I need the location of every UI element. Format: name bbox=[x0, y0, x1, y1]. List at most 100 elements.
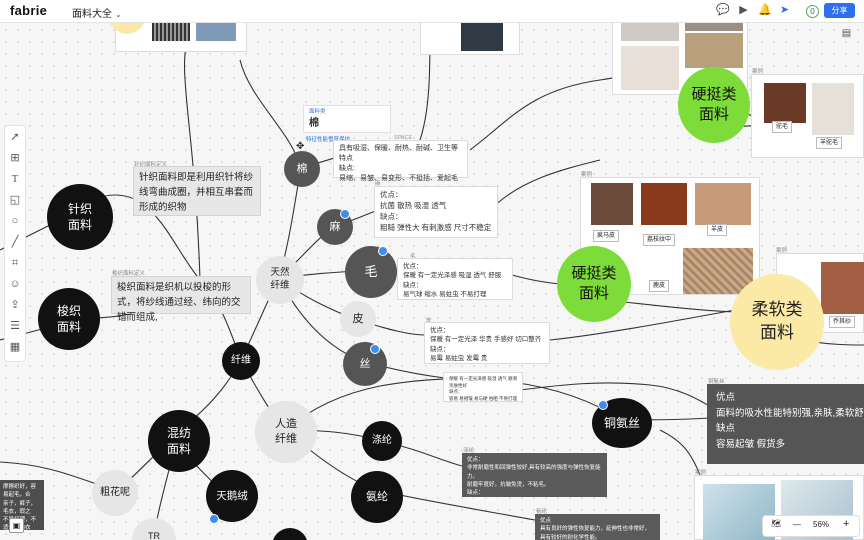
outline-icon[interactable]: ☰ bbox=[10, 320, 20, 332]
card-line: 缺点 bbox=[716, 423, 736, 435]
select-tool-icon[interactable]: ➚ bbox=[10, 131, 20, 143]
cotton-props-card[interactable]: 具有吸湿、保暖、耐热、耐碱、卫生等特点 缺点: 易缩、易皱、易变形、不挺括、爱起… bbox=[333, 140, 468, 182]
fabric-thumbnail bbox=[591, 183, 633, 225]
node-wool[interactable]: 毛 bbox=[345, 246, 397, 298]
card-line: 非常耐磨性和回弹性较好,具有较高的强度与弹性恢复能力。 bbox=[467, 465, 601, 480]
sticky-note-icon[interactable]: ◱ bbox=[9, 194, 21, 206]
bell-icon[interactable]: 🔔 bbox=[758, 4, 772, 16]
node-woven-fabric[interactable]: 梭织 面料 bbox=[38, 288, 100, 350]
linen-props-card[interactable]: 优点： 抗菌 散热 吸湿 透气 缺点： 粗糙 弹性大 有刺激感 尺寸不稳定 bbox=[374, 186, 498, 238]
zoom-level[interactable]: 56% bbox=[813, 520, 830, 529]
node-tweed[interactable]: 粗花呢 bbox=[92, 470, 138, 516]
leather-props-card[interactable]: 优点： 保暖 有一定光泽 华贵 手感好 切口整齐 缺点： 易霉 易蛀虫 发霉 贵 bbox=[424, 322, 550, 364]
card-line: 缺点: bbox=[339, 165, 355, 173]
zoom-out-button[interactable]: — bbox=[793, 520, 801, 529]
map-icon[interactable]: 🗺 bbox=[771, 519, 782, 528]
collapse-dot[interactable] bbox=[370, 344, 380, 354]
swatch-caption: 疯马皮 bbox=[593, 230, 620, 242]
card-tag: 皮 bbox=[426, 318, 432, 324]
online-users-badge[interactable]: 0 bbox=[806, 5, 819, 18]
node-leather[interactable]: 皮 bbox=[340, 301, 376, 337]
text-tool-icon[interactable]: T bbox=[11, 173, 19, 185]
card-line: 易气球 缩水 易蛀虫 不易打理 bbox=[403, 291, 487, 299]
swatch-caption: 驼毛 bbox=[772, 121, 793, 133]
card-line: 耐磨牢度好，抗皱免烫，不粘毛。 bbox=[467, 481, 550, 488]
cursor-icon[interactable]: ➤ bbox=[779, 4, 790, 16]
node-fiber[interactable]: 纤维 bbox=[222, 342, 260, 380]
node-spandex[interactable]: 氨纶 bbox=[351, 471, 403, 523]
node-knitted-fabric[interactable]: 针织 面料 bbox=[47, 184, 113, 250]
share-button[interactable]: 分享 bbox=[824, 3, 855, 18]
node-partial-bottom[interactable] bbox=[272, 528, 308, 540]
minimap-icon[interactable]: ▣ bbox=[9, 518, 24, 533]
node-cotton[interactable]: 棉 bbox=[284, 151, 320, 187]
upload-icon[interactable]: ⇪ bbox=[10, 299, 20, 311]
chat-icon[interactable]: 💬 bbox=[716, 4, 730, 16]
wool-props-card[interactable]: 优点： 保暖 有一定光泽感 吸湿 透气 舒服 缺点： 易气球 缩水 易蛀虫 不易… bbox=[397, 258, 513, 300]
layout-icon[interactable]: ▦ bbox=[9, 341, 21, 353]
collapse-dot[interactable] bbox=[209, 514, 219, 524]
video-icon[interactable]: ▶ bbox=[739, 4, 748, 16]
card-line: 优点 bbox=[716, 392, 736, 403]
node-stiff-fabric-2[interactable]: 硬挺类 面料 bbox=[557, 246, 631, 322]
fabric-thumbnail bbox=[685, 33, 743, 68]
shape-tool-icon[interactable]: ○ bbox=[11, 215, 19, 227]
cupro-swatch-card[interactable] bbox=[694, 475, 864, 540]
card-tag: 麻 bbox=[375, 181, 381, 187]
node-stiff-fabric-1[interactable]: 硬挺类 面料 bbox=[678, 67, 750, 143]
frame-tool-icon[interactable]: ⊞ bbox=[10, 152, 20, 164]
collapse-dot[interactable] bbox=[378, 246, 388, 256]
card-line: 缺点： bbox=[380, 211, 403, 221]
polyester-props-card[interactable]: 优点： 非常耐磨性和回弹性较好,具有较高的强度与弹性恢复能力。 耐磨牢度好，抗皱… bbox=[462, 453, 607, 504]
node-man-made-fiber[interactable]: 人造 纤维 bbox=[255, 401, 317, 463]
swatch-caption: 荔枝纹中 bbox=[643, 234, 676, 246]
node-blended-fabric[interactable]: 混纺 面料 bbox=[148, 410, 210, 472]
silk-props-card[interactable]: 保暖 有一定光泽感 吸湿 透气 顺滑亲肤性好 缺点： 容易 易褶皱 易与硬 怕晒… bbox=[443, 372, 523, 402]
card-line: 易霉 易蛀虫 发霉 贵 bbox=[430, 355, 488, 363]
case-label: 案例 bbox=[752, 69, 764, 75]
card-line: 优点： bbox=[403, 263, 423, 270]
card-line: 缺点： bbox=[467, 490, 484, 496]
card-line: 保暖 有一定光泽感 吸湿 透气 舒服 bbox=[403, 272, 502, 280]
panel-toggle-icon[interactable]: ▤ bbox=[841, 28, 852, 39]
case-label: 案例 bbox=[581, 172, 593, 178]
document-title[interactable]: 面料大全⌄ bbox=[72, 5, 122, 20]
cupro-props-card[interactable]: 优点 面料的吸水性能特别强,亲肤,柔软舒服 缺点 容易起皱 假货多 bbox=[707, 384, 864, 464]
node-velvet[interactable]: 天鹅绒 bbox=[206, 470, 258, 522]
card-line: 缺点： bbox=[449, 389, 463, 395]
node-polyester[interactable]: 涤纶 bbox=[362, 421, 402, 461]
spandex-props-card[interactable]: 优点 具有良好的弹性恢复能力，延伸性也非常好，具有较好的耐化学性能。 bbox=[535, 514, 660, 540]
node-silk[interactable]: 丝 bbox=[343, 342, 387, 386]
woven-fabric-definition[interactable]: 梭织面料是织机以投梭的形式，将纱线通过经、纬向的交错而组成, bbox=[111, 276, 251, 323]
def-tag: 针织面料定义 bbox=[134, 162, 168, 168]
cotton-title-card[interactable]: 面料类 棉 bbox=[303, 105, 391, 133]
emoji-icon[interactable]: ☺ bbox=[9, 278, 21, 290]
card-line: 缺点： bbox=[430, 345, 450, 353]
knitted-fabric-definition[interactable]: 针织面料即是利用织针将纱线弯曲成圈，并相互串套而形成的织物 bbox=[133, 166, 261, 216]
node-soft-fabric[interactable]: 柔软类 面料 bbox=[730, 274, 824, 370]
zoom-in-button[interactable]: + bbox=[843, 518, 850, 530]
card-line: 缺点： bbox=[403, 281, 423, 289]
card-line: 保暖 有一定光泽感 吸湿 透气 顺滑亲肤性好 bbox=[449, 376, 517, 388]
node-tr[interactable]: TR bbox=[132, 518, 176, 540]
fabric-thumbnail bbox=[695, 183, 751, 225]
case-label: 案例 bbox=[695, 470, 707, 476]
card-line: 抗菌 散热 吸湿 透气 bbox=[380, 200, 447, 210]
wool-swatch-card[interactable]: 驼毛 羊驼毛 bbox=[751, 74, 864, 158]
card-line: 优点： bbox=[380, 190, 403, 199]
card-line: 保暖 有一定光泽 华贵 手感好 切口整齐 bbox=[430, 336, 542, 344]
collapse-dot[interactable] bbox=[598, 400, 608, 410]
line-tool-icon[interactable]: ╱ bbox=[11, 236, 19, 248]
collapse-dot[interactable] bbox=[340, 209, 350, 219]
node-natural-fiber[interactable]: 天然 纤维 bbox=[256, 256, 304, 304]
card-line: 容易 易褶皱 易与硬 怕晒 不易打理 bbox=[449, 395, 517, 401]
case-label: 案例 bbox=[776, 248, 788, 254]
move-handle-icon[interactable]: ✥ bbox=[296, 141, 305, 152]
card-line: 面料的吸水性能特别强,亲肤,柔软舒服 bbox=[716, 407, 864, 419]
crop-tool-icon[interactable]: ⌗ bbox=[11, 257, 19, 269]
fabric-thumbnail bbox=[683, 248, 753, 294]
left-toolbar: ➚ ⊞ T ◱ ○ ╱ ⌗ ☺ ⇪ ☰ ▦ bbox=[4, 125, 26, 362]
card-tag: 氨纶 bbox=[536, 509, 548, 515]
brand-logo[interactable]: fabrie bbox=[10, 3, 48, 18]
